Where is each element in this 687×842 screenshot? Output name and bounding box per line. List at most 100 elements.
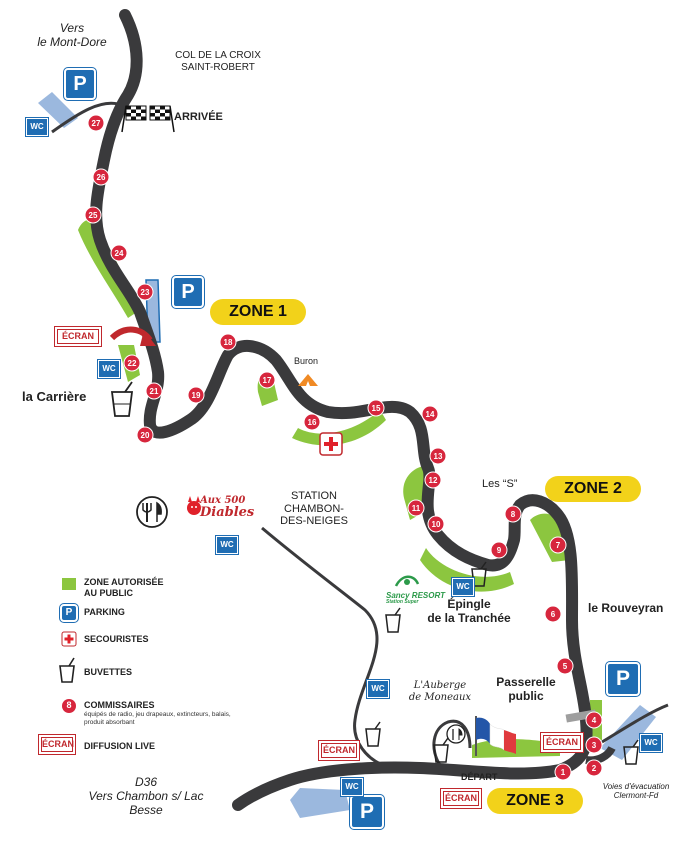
commissaire-marker: 9 xyxy=(490,541,508,559)
legend-commissaire-icon xyxy=(62,699,76,713)
commissaire-marker: 25 xyxy=(84,206,102,224)
buron-label: Buron xyxy=(294,356,319,366)
wc-icon: WC xyxy=(452,578,474,596)
cup-icon xyxy=(59,657,75,683)
commissaire-marker: 15 xyxy=(367,399,385,417)
auberge-label: L'Auberge de Moneaux xyxy=(408,680,472,703)
wc-icon: WC xyxy=(216,536,238,554)
station-label: STATION CHAMBON- DES-NEIGES xyxy=(280,490,348,528)
first-aid-icon xyxy=(319,432,343,456)
wc-icon: WC xyxy=(640,734,662,752)
commissaire-marker-label: 25 xyxy=(89,211,98,220)
commissaire-marker: 19 xyxy=(187,386,205,404)
legend-parking-icon: P xyxy=(60,604,78,622)
commissaire-marker: 18 xyxy=(219,333,237,351)
restaurant-icon xyxy=(136,496,168,528)
commissaire-marker-label: 23 xyxy=(141,288,150,297)
zone-3-label: ZONE 3 xyxy=(487,788,583,814)
parking-icon: P xyxy=(606,662,640,696)
commissaire-marker: 14 xyxy=(421,405,439,423)
commissaire-marker-label: 27 xyxy=(92,119,101,128)
buron-icon xyxy=(298,374,318,386)
ecran-icon: ÉCRAN xyxy=(440,788,482,809)
commissaire-marker: 5 xyxy=(556,657,574,675)
commissaire-marker-label: 3 xyxy=(592,741,597,750)
parking-area-top xyxy=(38,92,78,128)
depart-label: DÉPART xyxy=(461,772,498,782)
restaurant-icon xyxy=(446,724,466,744)
legend-secouristes-label: SECOURISTES xyxy=(84,634,149,644)
sancy-logo: Sancy RESORT Station Super xyxy=(386,591,445,605)
wc-icon: WC xyxy=(26,118,48,136)
commissaire-marker-label: 12 xyxy=(429,476,438,485)
road-top-spur xyxy=(51,101,119,134)
legend-zone-swatch xyxy=(62,578,76,590)
parking-area-bottom xyxy=(290,788,350,818)
rouveyran-label: le Rouveyran xyxy=(588,601,664,615)
commissaire-marker-label: 5 xyxy=(563,662,568,671)
commissaire-marker: 8 xyxy=(504,505,522,523)
ecran-arrow-head xyxy=(140,330,156,346)
commissaire-marker: 12 xyxy=(424,471,442,489)
commissaire-marker-label: 19 xyxy=(192,391,201,400)
aux500-logo: Aux 500 Diables xyxy=(200,495,255,520)
parking-icon: P xyxy=(172,276,204,308)
commissaire-marker-label: 10 xyxy=(432,520,441,529)
public-zone-16 xyxy=(292,410,386,446)
legend-buvettes-label: BUVETTES xyxy=(84,667,133,677)
parking-icon: P xyxy=(64,68,96,100)
carriere-label: la Carrière xyxy=(22,389,87,404)
legend-parking-label: PARKING xyxy=(84,607,125,617)
cup-icon xyxy=(110,381,134,417)
col-label: COL DE LA CROIX SAINT-ROBERT xyxy=(175,50,261,73)
commissaire-marker: 24 xyxy=(110,244,128,262)
commissaire-marker: 11 xyxy=(407,499,425,517)
vers-mont-dore-label: Vers le Mont-Dore xyxy=(37,21,107,49)
commissaire-marker: 7 xyxy=(549,536,567,554)
passerelle-label: Passerelle public xyxy=(496,675,556,703)
zone-1-label: ZONE 1 xyxy=(210,299,306,325)
commissaire-marker-label: 20 xyxy=(141,431,150,440)
commissaire-marker-label: 18 xyxy=(224,338,233,347)
cup-icon xyxy=(433,737,449,763)
legend-commissaire-number: 8 xyxy=(66,700,72,710)
legend-zone-label: ZONE AUTORISÉE AU PUBLIC xyxy=(84,577,164,598)
legend-commissaires-label: COMMISSAIRES xyxy=(84,700,155,710)
zone-2-label: ZONE 2 xyxy=(545,476,641,502)
commissaire-marker: 3 xyxy=(585,736,603,754)
legend-diffusion-label: DIFFUSION LIVE xyxy=(84,741,156,751)
devil-logo-icon xyxy=(187,496,201,515)
sancy-logo-icon xyxy=(394,575,420,587)
wc-icon: WC xyxy=(341,778,363,796)
legend-first-aid-icon xyxy=(61,631,77,647)
cup-icon xyxy=(365,721,381,747)
public-zone-epingle xyxy=(420,548,514,592)
checkered-flags-icon xyxy=(121,105,175,133)
legend-commissaires-detail: équipés de radio, jeu drapeaux, extincte… xyxy=(84,711,231,727)
commissaire-marker-label: 13 xyxy=(434,452,443,461)
commissaire-marker: 22 xyxy=(123,354,141,372)
road-evacuation xyxy=(601,703,669,744)
commissaire-marker: 27 xyxy=(87,114,105,132)
les-s-label: Les “S” xyxy=(482,478,518,490)
commissaire-marker: 6 xyxy=(544,605,562,623)
commissaire-marker-label: 24 xyxy=(115,249,124,258)
ecran-icon: ÉCRAN xyxy=(54,326,102,347)
epingle-label: Épingle de la Tranchée xyxy=(427,597,511,625)
commissaire-marker-label: 15 xyxy=(372,404,381,413)
passerelle-icon xyxy=(565,709,597,723)
ecran-icon: ÉCRAN xyxy=(318,740,360,761)
commissaire-marker: 2 xyxy=(585,759,603,777)
commissaire-marker-label: 16 xyxy=(308,418,317,427)
commissaire-marker: 23 xyxy=(136,283,154,301)
commissaire-marker: 13 xyxy=(429,447,447,465)
commissaire-marker: 20 xyxy=(136,426,154,444)
road-right-exit xyxy=(585,745,616,765)
commissaire-marker: 1 xyxy=(554,763,572,781)
commissaire-marker-label: 26 xyxy=(97,173,106,182)
commissaire-marker: 10 xyxy=(427,515,445,533)
commissaire-marker: 21 xyxy=(145,382,163,400)
commissaire-marker: 17 xyxy=(258,371,276,389)
ecran-icon: ÉCRAN xyxy=(540,732,584,753)
french-flag-icon xyxy=(475,716,516,756)
